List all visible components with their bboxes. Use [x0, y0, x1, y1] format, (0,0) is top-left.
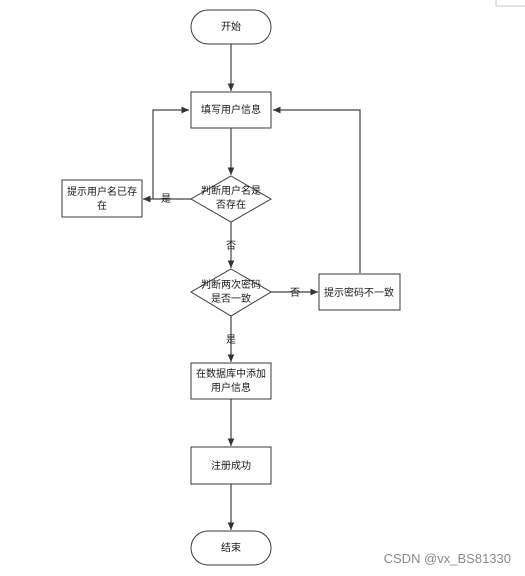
watermark-text: CSDN @vx_BS81330	[384, 551, 511, 566]
add-db-node: 在数据库中添加 用户信息	[190, 362, 272, 400]
edge-label-password-no: 否	[290, 287, 300, 299]
page-corner-mark	[495, 0, 525, 7]
prompt-mismatch-label: 提示密码不一致	[324, 286, 394, 299]
start-node: 开始	[190, 9, 272, 45]
success-label: 注册成功	[211, 459, 251, 472]
check-passwords-label-line2: 是否一致	[211, 292, 251, 305]
end-node: 结束	[190, 530, 272, 566]
edge-prompt-mismatch-to-fill	[273, 106, 361, 273]
fill-info-node: 填写用户信息	[190, 91, 272, 129]
check-username-label-line1: 判断用户名是	[201, 184, 261, 197]
check-username-label-line2: 否存在	[216, 198, 246, 211]
prompt-mismatch-node: 提示密码不一致	[318, 273, 401, 311]
check-passwords-node: 判断两次密码 是否一致	[190, 268, 272, 317]
prompt-exists-node: 提示用户名已存 在	[61, 179, 143, 218]
start-label: 开始	[221, 20, 241, 33]
check-passwords-label-line1: 判断两次密码	[201, 278, 261, 291]
fill-info-label: 填写用户信息	[201, 103, 261, 116]
add-db-label-line1: 在数据库中添加	[196, 367, 266, 380]
prompt-exists-label-line2: 在	[97, 200, 107, 212]
success-node: 注册成功	[190, 446, 272, 485]
edge-label-password-yes: 是	[226, 334, 236, 346]
edge-label-username-no: 否	[226, 240, 236, 252]
check-username-node: 判断用户名是 否存在	[189, 175, 273, 223]
edge-prompt-exists-to-fill	[152, 106, 189, 199]
edge-label-username-yes: 是	[161, 193, 171, 205]
add-db-label-line2: 用户信息	[211, 381, 251, 394]
prompt-exists-label-line1: 提示用户名已存	[67, 185, 137, 198]
end-label: 结束	[221, 541, 241, 554]
